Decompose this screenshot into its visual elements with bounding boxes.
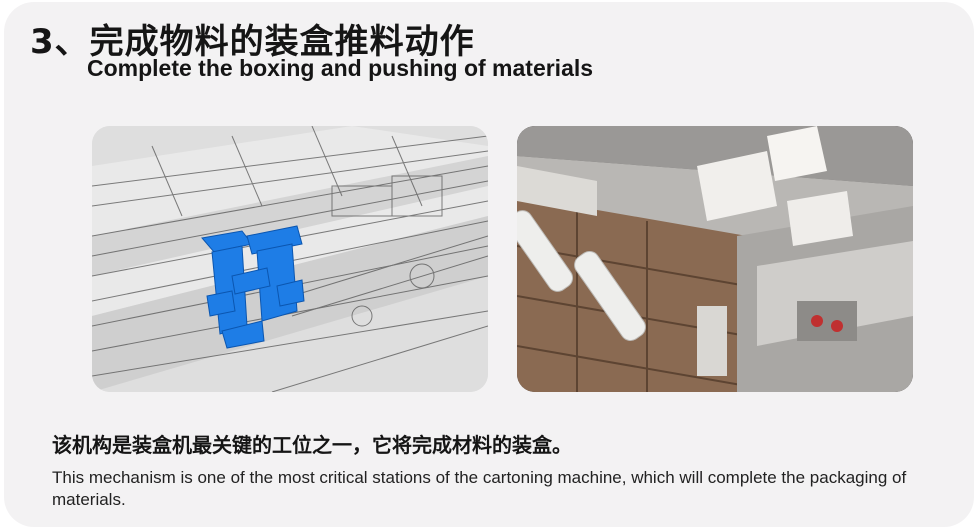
title-english: Complete the boxing and pushing of mater…: [87, 55, 594, 81]
cartoning-machine-icon: [517, 126, 913, 392]
description-chinese: 该机构是装盒机最关键的工位之一，它将完成材料的装盒。: [52, 433, 572, 457]
title-chinese: 3、完成物料的装盒推料动作: [30, 22, 475, 62]
machine-photo-image: [517, 126, 913, 392]
description-english: This mechanism is one of the most critic…: [52, 468, 907, 509]
cad-render-image: [92, 126, 488, 392]
cad-mechanism-icon: [92, 126, 488, 392]
